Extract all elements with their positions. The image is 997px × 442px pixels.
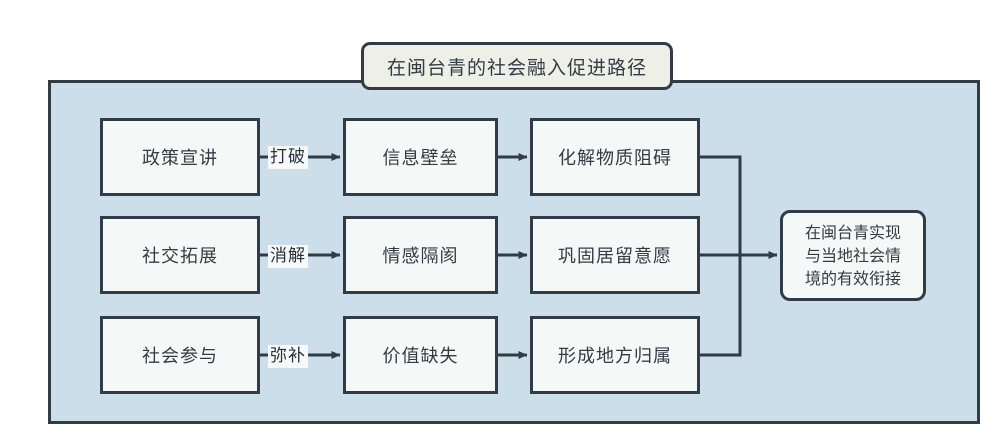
node-result-1[interactable]: 化解物质阻碍 (530, 118, 700, 196)
node-middle-2[interactable]: 情感隔阂 (343, 216, 498, 294)
node-middle-3[interactable]: 价值缺失 (343, 316, 498, 394)
diagram-title: 在闽台青的社会融入促进路径 (386, 56, 647, 79)
node-outcome-line-3: 境的有效衔接 (804, 269, 901, 289)
node-outcome-line-1: 在闽台青实现 (804, 222, 901, 242)
diagram-title-box: 在闽台青的社会融入促进路径 (361, 42, 673, 90)
node-source-3[interactable]: 社会参与 (100, 316, 260, 394)
node-outcome-line-2: 与当地社会情 (804, 245, 901, 265)
edge-label-1: 打破 (268, 146, 308, 170)
node-source-1[interactable]: 政策宣讲 (100, 118, 260, 196)
node-middle-2-label: 情感隔阂 (382, 246, 459, 267)
node-source-1-label: 政策宣讲 (142, 148, 218, 169)
node-source-3-label: 社会参与 (142, 346, 218, 367)
node-middle-1-label: 信息壁垒 (382, 148, 459, 169)
node-result-3[interactable]: 形成地方归属 (530, 316, 700, 394)
node-result-2-label: 巩固居留意愿 (558, 246, 672, 267)
node-result-1-label: 化解物质阻碍 (558, 148, 672, 169)
node-middle-3-label: 价值缺失 (382, 346, 459, 367)
edge-label-2: 消解 (268, 245, 308, 269)
node-outcome[interactable]: 在闽台青实现 与当地社会情 境的有效衔接 (780, 210, 926, 301)
node-source-2-label: 社交拓展 (142, 246, 218, 267)
node-result-2[interactable]: 巩固居留意愿 (530, 216, 700, 294)
edge-label-3: 弥补 (268, 345, 308, 369)
node-result-3-label: 形成地方归属 (558, 346, 672, 367)
node-source-2[interactable]: 社交拓展 (100, 216, 260, 294)
node-middle-1[interactable]: 信息壁垒 (343, 118, 498, 196)
